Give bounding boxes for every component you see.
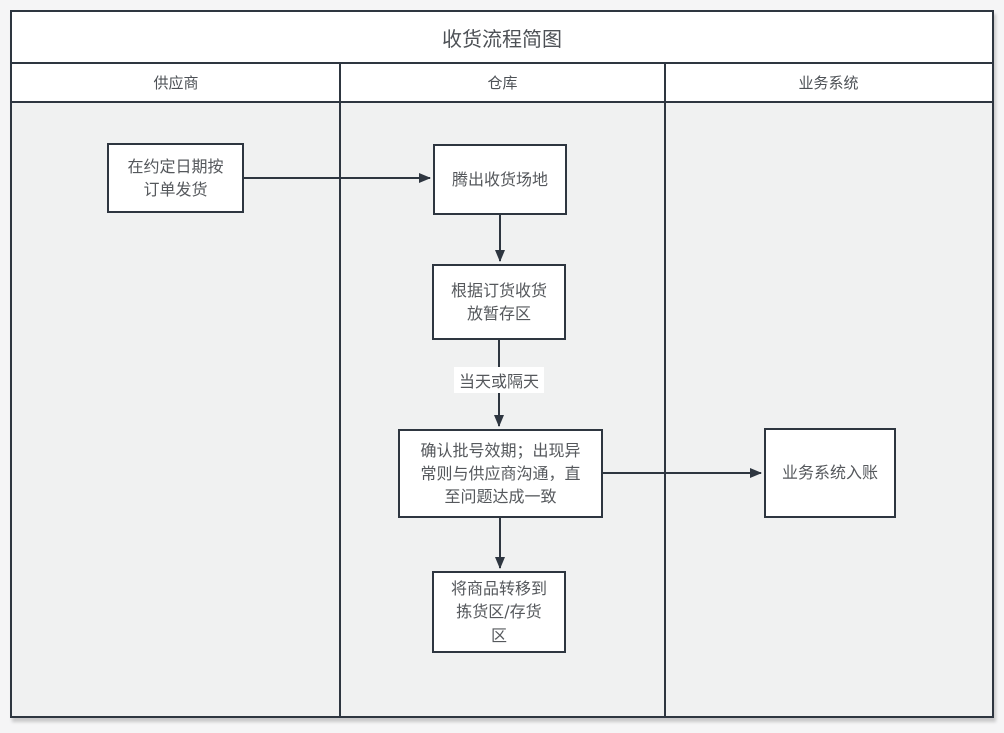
flow-node-system-booking: 业务系统入账	[764, 428, 896, 518]
lane-header-business-system: 业务系统	[798, 74, 859, 92]
lane-header-warehouse: 仓库	[487, 74, 518, 92]
diagram-frame: 收货流程简图 供应商 仓库 业务系统 当天或隔天 在约定日期按 订单发货 腾出收…	[10, 10, 994, 718]
flow-node-transfer-to-picking: 将商品转移到 拣货区/存货 区	[432, 571, 566, 653]
diagram-title: 收货流程简图	[12, 12, 992, 64]
lane-header-supplier: 供应商	[153, 74, 199, 92]
flow-node-clear-receiving-area: 腾出收货场地	[433, 144, 567, 215]
edge-label-same-or-next-day: 当天或隔天	[453, 367, 545, 393]
lane-divider	[664, 62, 666, 716]
lane-divider	[339, 62, 341, 716]
lane-header-row: 供应商 仓库 业务系统	[12, 64, 992, 103]
flow-node-confirm-batch-expiry: 确认批号效期；出现异 常则与供应商沟通，直 至问题达成一致	[398, 429, 603, 518]
flow-node-ship-on-agreed-date: 在约定日期按 订单发货	[107, 143, 244, 213]
flow-node-receive-to-staging: 根据订货收货 放暂存区	[432, 264, 566, 340]
